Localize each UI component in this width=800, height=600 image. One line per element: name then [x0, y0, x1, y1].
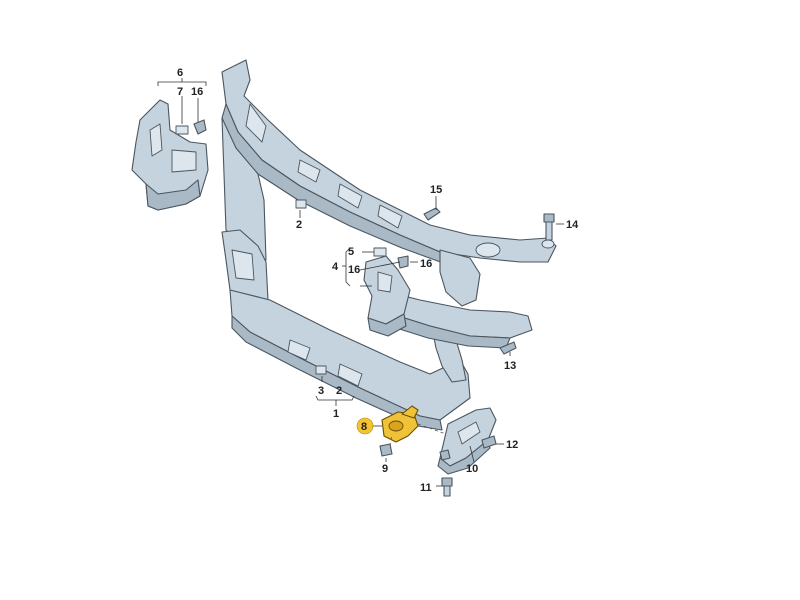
lock-carrier-part — [221, 59, 557, 431]
callout-5: 5 — [348, 246, 354, 258]
callout-4: 4 — [332, 261, 339, 273]
leader-lines — [157, 78, 564, 487]
callout-1: 1 — [333, 408, 339, 420]
callout-12: 12 — [506, 439, 518, 451]
air-guide-part — [437, 407, 497, 475]
callout-16-left: 16 — [191, 86, 203, 98]
callout-9: 9 — [382, 463, 388, 475]
callout-labels: 6 7 16 2 15 14 5 4 16 16 13 3 2 1 8 9 10… — [177, 67, 579, 494]
callout-6: 6 — [177, 67, 183, 79]
callout-2-top: 2 — [296, 219, 302, 231]
callout-10: 10 — [466, 463, 478, 475]
callout-11: 11 — [420, 482, 432, 494]
callout-2-bottom: 2 — [336, 385, 342, 397]
callout-7: 7 — [177, 86, 183, 98]
callout-16-center-left: 16 — [348, 264, 360, 276]
callout-13: 13 — [504, 360, 516, 372]
highlighted-bracket-part — [381, 405, 419, 443]
left-side-bracket-part — [131, 99, 209, 211]
callout-15: 15 — [430, 184, 442, 196]
callout-8-badge — [356, 417, 374, 435]
clip-nuts — [175, 125, 387, 375]
callout-16-center-right: 16 — [420, 258, 432, 270]
center-bracket-part — [363, 255, 411, 337]
callout-14: 14 — [566, 219, 579, 231]
callout-8: 8 — [361, 421, 367, 433]
callout-3: 3 — [318, 385, 324, 397]
